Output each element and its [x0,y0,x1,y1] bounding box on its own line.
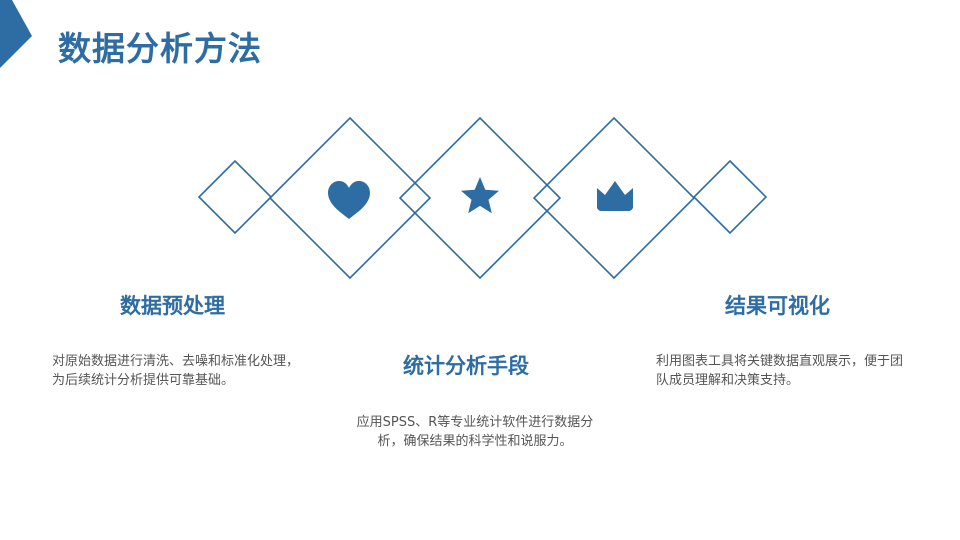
small-diamond-left [197,159,273,235]
heart-icon [328,181,370,219]
section-heading-statistics: 统计分析手段 [403,354,529,378]
section-desc-preprocessing: 对原始数据进行清洗、去噪和标准化处理，为后续统计分析提供可靠基础。 [52,354,300,388]
page-title: 数据分析方法 [58,29,262,68]
section-heading-visualization: 结果可视化 [725,294,830,318]
large-diamond-3 [532,116,696,280]
small-diamond-right [692,159,768,235]
section-desc-visualization: 利用图表工具将关键数据直观展示，便于团队成员理解和决策支持。 [656,354,904,388]
large-diamond-2 [398,116,562,280]
large-diamond-1 [268,116,432,280]
corner-decoration [0,0,32,68]
section-heading-preprocessing: 数据预处理 [120,294,225,318]
star-icon [461,177,499,214]
crown-icon [597,181,633,211]
section-desc-statistics: 应用SPSS、R等专业统计软件进行数据分析，确保结果的科学性和说服力。 [356,415,594,449]
